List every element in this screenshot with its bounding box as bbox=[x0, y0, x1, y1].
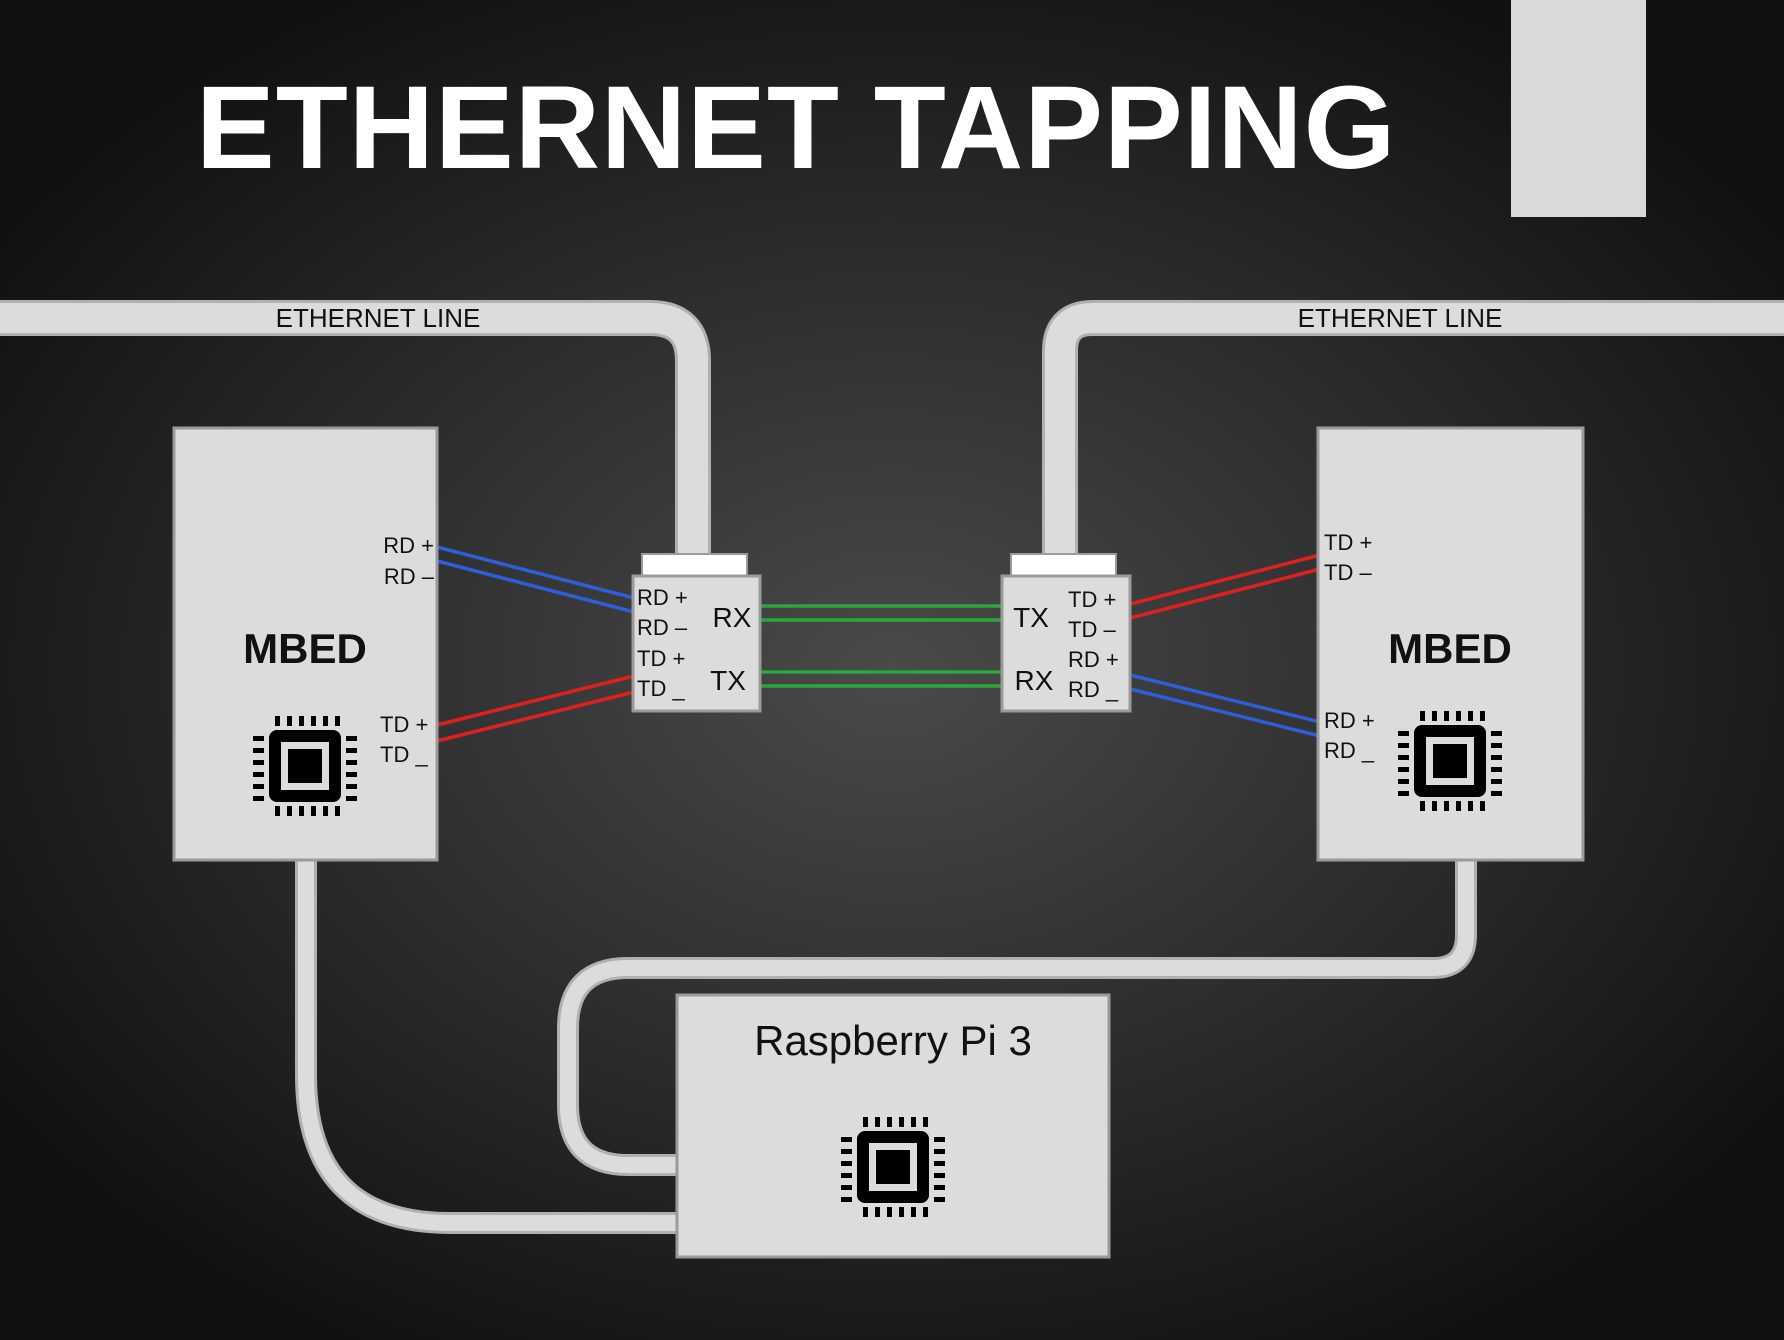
ethernet-cable-left bbox=[0, 300, 711, 556]
right-mbed-pin-rd-plus: RD + bbox=[1324, 708, 1375, 733]
right-mbed-pin-rd-minus: RD _ bbox=[1324, 738, 1375, 763]
wires-left-rd-pair bbox=[436, 545, 635, 614]
raspberry-pi-box: Raspberry Pi 3 bbox=[675, 993, 1111, 1259]
left-mbed-name: MBED bbox=[243, 625, 367, 672]
left-tap-pin-rd-minus: RD – bbox=[637, 615, 688, 640]
right-tap-pin-rd-plus: RD + bbox=[1068, 647, 1119, 672]
right-tap-port-tx: TX bbox=[1013, 602, 1049, 633]
ethernet-line-right-label: ETHERNET LINE bbox=[1298, 303, 1503, 333]
right-mbed-name: MBED bbox=[1388, 625, 1512, 672]
right-tap-port-rx: RX bbox=[1015, 665, 1054, 696]
left-tap-port-rx: RX bbox=[713, 602, 752, 633]
left-tap-box: RD + RD – TD + TD _ RX TX bbox=[631, 553, 762, 713]
right-tap-pin-td-minus: TD – bbox=[1068, 617, 1116, 642]
left-tap-port-tx: TX bbox=[710, 665, 746, 696]
left-mbed-pin-td-plus: TD + bbox=[380, 712, 428, 737]
wires-right-td-pair bbox=[1129, 553, 1321, 620]
corner-tab bbox=[1511, 0, 1646, 217]
ethernet-cable-right bbox=[1042, 300, 1784, 556]
left-mbed-pin-rd-minus: RD – bbox=[384, 564, 435, 589]
right-tap-pin-td-plus: TD + bbox=[1068, 587, 1116, 612]
left-tap-pin-rd-plus: RD + bbox=[637, 585, 688, 610]
links-between-taps bbox=[760, 604, 1002, 688]
ethernet-line-left-label: ETHERNET LINE bbox=[276, 303, 481, 333]
left-tap-pin-td-minus: TD _ bbox=[637, 676, 685, 701]
wires-left-td-pair bbox=[436, 674, 635, 743]
right-tap-pin-rd-minus: RD _ bbox=[1068, 677, 1119, 702]
right-tap-box: TX RX TD + TD – RD + RD _ bbox=[1000, 553, 1132, 713]
right-mbed: MBED TD + TD – RD + RD _ bbox=[1316, 426, 1585, 862]
right-mbed-pin-td-minus: TD – bbox=[1324, 560, 1372, 585]
left-mbed-pin-rd-plus: RD + bbox=[383, 533, 434, 558]
left-mbed-pin-td-minus: TD _ bbox=[380, 742, 428, 767]
left-mbed: MBED RD + RD – TD + TD _ bbox=[172, 426, 439, 862]
right-mbed-pin-td-plus: TD + bbox=[1324, 530, 1372, 555]
left-tap-pin-td-plus: TD + bbox=[637, 646, 685, 671]
page-title: ETHERNET TAPPING bbox=[196, 62, 1397, 194]
cable-left-mbed-to-pi bbox=[295, 860, 678, 1234]
wires-right-rd-pair bbox=[1129, 673, 1321, 738]
cable-right-mbed-to-pi bbox=[557, 860, 1477, 1176]
raspberry-pi-name: Raspberry Pi 3 bbox=[754, 1017, 1032, 1064]
